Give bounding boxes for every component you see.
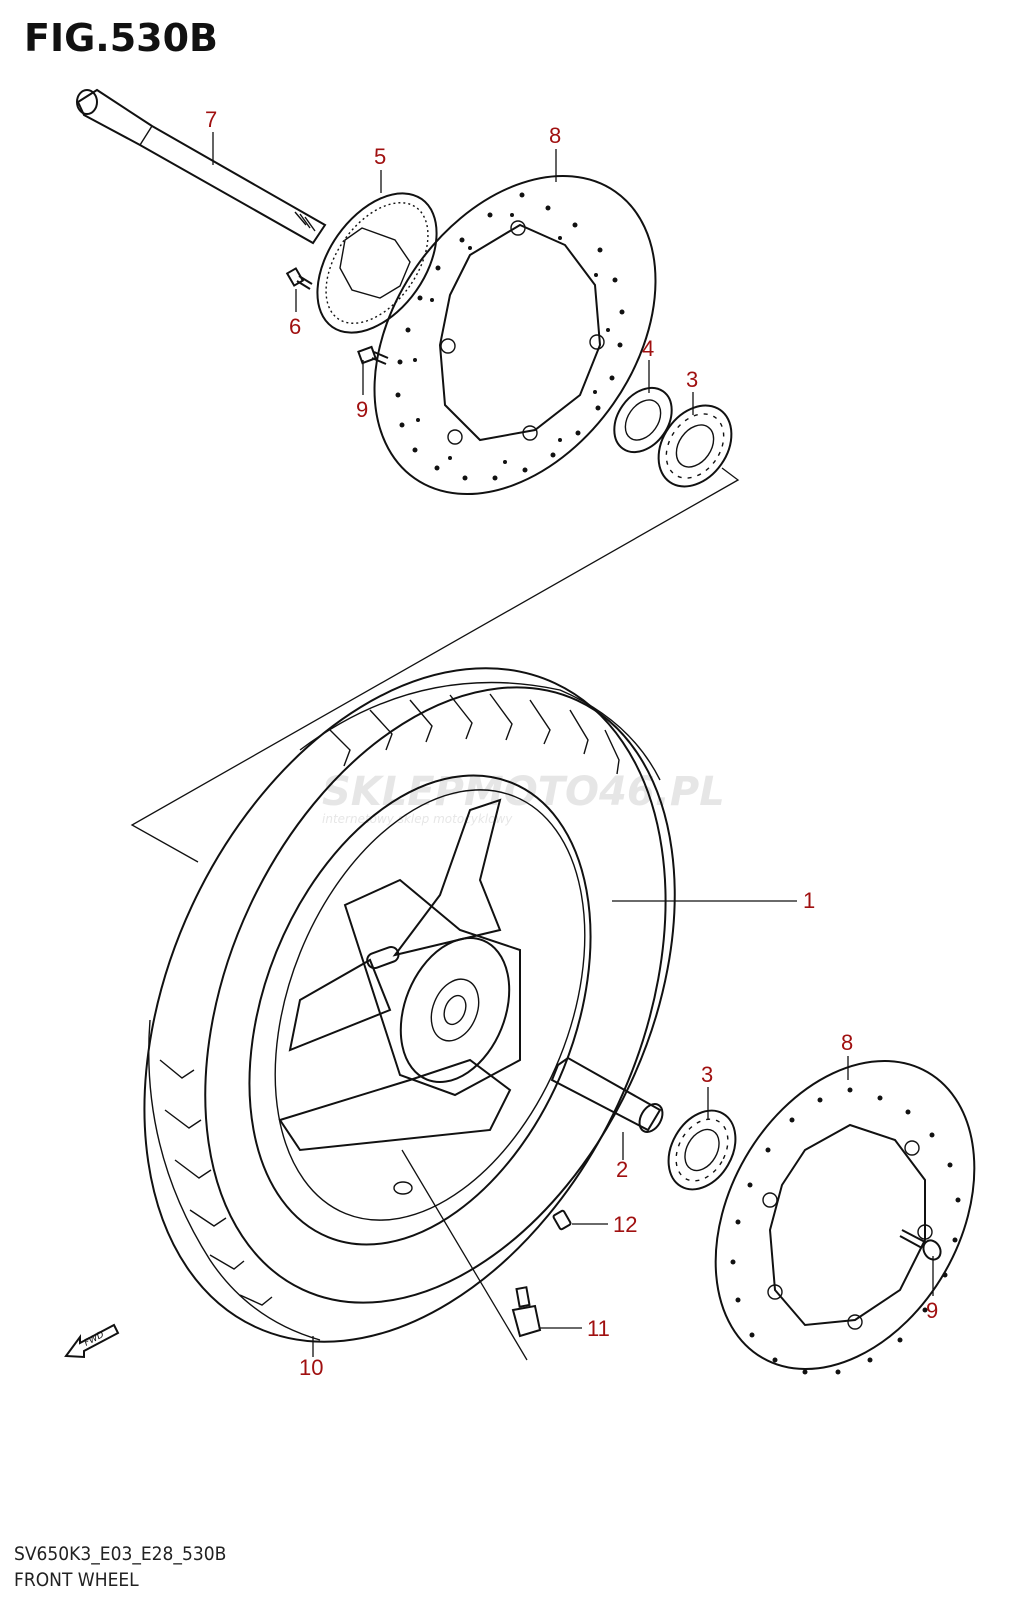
bolt-6 bbox=[285, 267, 313, 290]
callout-8-bottom: 8 bbox=[841, 1030, 853, 1055]
callout-2: 2 bbox=[616, 1157, 628, 1182]
figure-title: FIG.530B bbox=[24, 16, 219, 60]
oil-seal bbox=[613, 386, 673, 454]
valve-cap bbox=[552, 1209, 572, 1231]
callout-6: 6 bbox=[289, 314, 301, 339]
bearing-bottom bbox=[667, 1109, 737, 1191]
wheel-rim bbox=[248, 774, 592, 1246]
figure-caption: FRONT WHEEL bbox=[14, 1569, 139, 1591]
brake-disc-bottom bbox=[714, 1059, 976, 1375]
callout-3-bottom: 3 bbox=[701, 1062, 713, 1087]
callout-10: 10 bbox=[299, 1355, 323, 1380]
callout-3-top: 3 bbox=[686, 367, 698, 392]
explosion-guide-lines bbox=[130, 467, 740, 863]
model-code: SV650K3_E03_E28_530B bbox=[14, 1543, 227, 1565]
callout-7: 7 bbox=[205, 107, 217, 132]
callout-numbers: 7 5 8 6 9 4 3 1 8 3 2 12 11 10 9 bbox=[205, 107, 938, 1380]
bolt-9-bottom bbox=[899, 1229, 942, 1261]
callout-11: 11 bbox=[587, 1316, 610, 1341]
watermark-subtext: internetowy sklep motocyklowy bbox=[322, 812, 513, 826]
bearing-top bbox=[657, 404, 733, 488]
callout-12: 12 bbox=[613, 1212, 637, 1237]
callout-8-top: 8 bbox=[549, 123, 561, 148]
callout-4: 4 bbox=[642, 336, 654, 361]
watermark: SKLEPMOTO46.PL internetowy sklep motocyk… bbox=[322, 769, 725, 826]
wheel-spacer bbox=[550, 1056, 664, 1133]
brake-disc-top bbox=[373, 174, 657, 496]
callout-9-bottom: 9 bbox=[926, 1298, 938, 1323]
leader-lines bbox=[212, 132, 934, 1361]
tire bbox=[143, 667, 676, 1343]
fwd-arrow-icon: FWD bbox=[64, 1323, 120, 1359]
callout-9-top: 9 bbox=[356, 397, 368, 422]
bolt-9-top bbox=[357, 345, 389, 365]
valve-stem bbox=[511, 1286, 542, 1338]
front-axle bbox=[76, 88, 327, 245]
callout-5: 5 bbox=[374, 144, 386, 169]
callout-1: 1 bbox=[803, 888, 815, 913]
abs-sensor-ring bbox=[316, 192, 438, 334]
